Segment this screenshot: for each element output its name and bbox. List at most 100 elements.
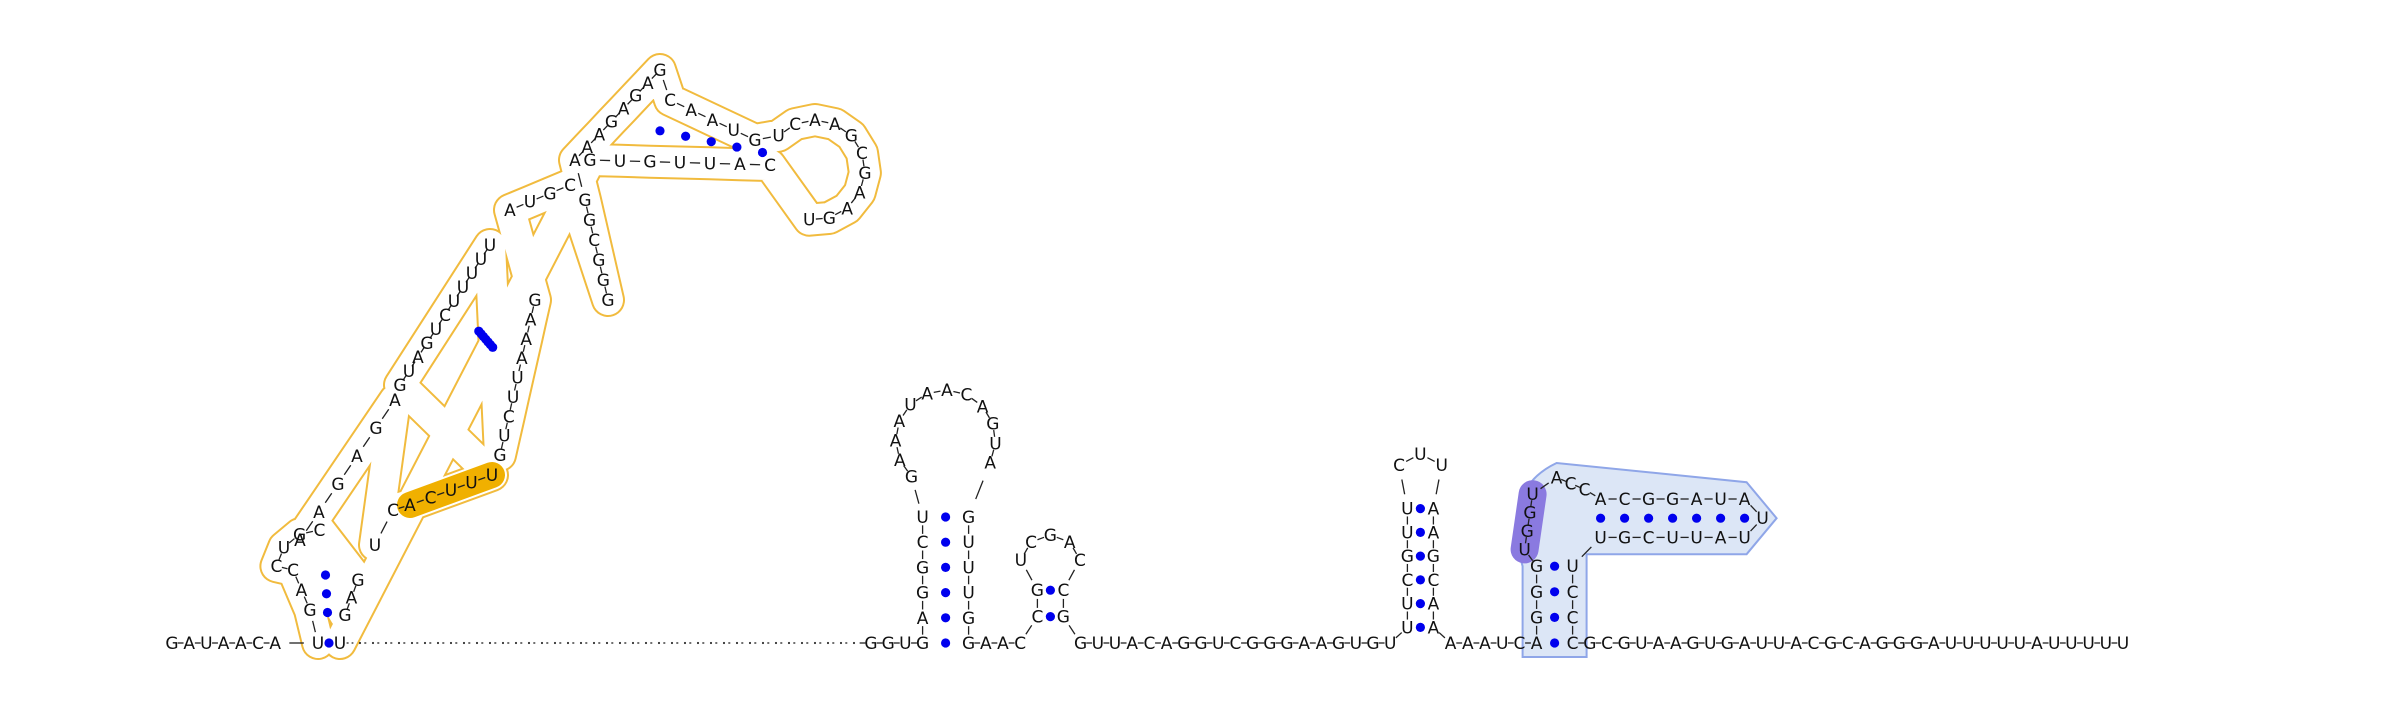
nucleotide-A: A [642, 74, 654, 94]
nucleotide-U: U [1526, 485, 1538, 505]
nucleotide-U: U [962, 558, 974, 578]
nucleotide-G: G [629, 87, 642, 107]
gap-dot [671, 642, 673, 644]
base-pair-dot [1416, 528, 1425, 537]
base-pair-dot [1550, 613, 1559, 622]
nucleotide-C: C [960, 386, 972, 406]
nucleotide-G: G [1686, 634, 1699, 654]
nucleotide-G: G [597, 271, 610, 291]
base-pair-dot [324, 638, 333, 647]
nucleotide-A: A [1715, 528, 1727, 548]
base-pair-dot [655, 126, 664, 135]
nucleotide-U: U [1756, 634, 1768, 654]
nucleotide-G: G [583, 211, 596, 231]
nucleotide-A: A [1859, 634, 1871, 654]
nucleotide-A: A [618, 100, 630, 120]
nucleotide-C: C [1057, 581, 1069, 601]
backbone-bond [1427, 458, 1434, 462]
nucleotide-A: A [525, 310, 537, 330]
base-pair-dot [941, 563, 950, 572]
nucleotide-A: A [1739, 490, 1751, 510]
nucleotide-A: A [1445, 634, 1457, 654]
nucleotide-G: G [1910, 634, 1923, 654]
backbone-bond [934, 391, 941, 392]
nucleotide-A: A [997, 634, 1009, 654]
nucleotide-C: C [270, 557, 282, 577]
backbone-bond [1436, 479, 1439, 494]
nucleotide-A: A [941, 381, 953, 401]
gap-dot [450, 642, 452, 644]
nucleotide-C: C [789, 115, 801, 135]
nucleotide-C: C [856, 144, 868, 164]
base-pair-dot [681, 132, 690, 141]
nucleotide-U: U [1401, 595, 1413, 615]
base-pair-dot [941, 588, 950, 597]
nucleotide-U: U [2117, 634, 2129, 654]
nucleotide-U: U [962, 533, 974, 553]
backbone-bond [976, 481, 983, 499]
base-pair-dot [321, 570, 330, 579]
gap-dot [788, 642, 790, 644]
nucleotide-C: C [1401, 571, 1413, 591]
nucleotide-U: U [334, 634, 346, 654]
nucleotide-A: A [1670, 634, 1682, 654]
nucleotide-A: A [1653, 634, 1665, 654]
nucleotide-U: U [511, 369, 523, 389]
nucleotide-A: A [183, 634, 195, 654]
gap-dot [801, 642, 803, 644]
base-pair-dot [1550, 638, 1559, 647]
base-pair-dot [1668, 514, 1677, 523]
nucleotide-C: C [425, 489, 437, 509]
nucleotide-G: G [643, 153, 656, 173]
nucleotide-G: G [916, 584, 929, 604]
nucleotide-G: G [1618, 634, 1631, 654]
nucleotide-A: A [980, 634, 992, 654]
nucleotide-A: A [520, 330, 532, 350]
gap-dot [528, 642, 530, 644]
nucleotide-G: G [1280, 634, 1293, 654]
nucleotide-G: G [1876, 634, 1889, 654]
nucleotide-G: G [916, 558, 929, 578]
nucleotide-U: U [1996, 634, 2008, 654]
nucleotide-U: U [1496, 634, 1508, 654]
nucleotide-A: A [313, 503, 325, 523]
nucleotide-U: U [1401, 618, 1413, 638]
nucleotide-C: C [1601, 634, 1613, 654]
base-pair-dot [1740, 514, 1749, 523]
nucleotide-U: U [2014, 634, 2026, 654]
nucleotide-G: G [165, 634, 178, 654]
nucleotide-G: G [1427, 547, 1440, 567]
backbone-bond [1026, 570, 1032, 580]
gap-dot [580, 642, 582, 644]
base-pair-dot [1416, 552, 1425, 561]
backbone-bond [1069, 570, 1075, 580]
nucleotide-G: G [962, 609, 975, 629]
nucleotide-U: U [899, 634, 911, 654]
gap-dot [502, 642, 504, 644]
nucleotide-A: A [685, 101, 697, 121]
nucleotide-G: G [1523, 504, 1536, 524]
nucleotide-G: G [1401, 547, 1414, 567]
nucleotide-A: A [841, 199, 853, 219]
base-pair-dot [1416, 575, 1425, 584]
backbone-bond [1402, 479, 1405, 494]
nucleotide-A: A [1691, 490, 1703, 510]
nucleotide-A: A [1928, 634, 1940, 654]
base-pair-dot [1596, 514, 1605, 523]
base-pair-dot [1550, 587, 1559, 596]
nucleotide-C: C [564, 176, 576, 196]
nucleotide-G: G [962, 508, 975, 528]
nucleotide-C: C [1031, 608, 1043, 628]
gap-dot [619, 642, 621, 644]
nucleotide-G: G [1521, 522, 1534, 542]
nucleotide-U: U [614, 152, 626, 172]
nucleotide-C: C [664, 91, 676, 111]
nucleotide-U: U [507, 388, 519, 408]
nucleotide-A: A [1595, 490, 1607, 510]
nucleotide-C: C [1643, 528, 1655, 548]
gap-dot [489, 642, 491, 644]
nucleotide-C: C [1513, 634, 1525, 654]
nucleotide-G: G [1332, 634, 1345, 654]
